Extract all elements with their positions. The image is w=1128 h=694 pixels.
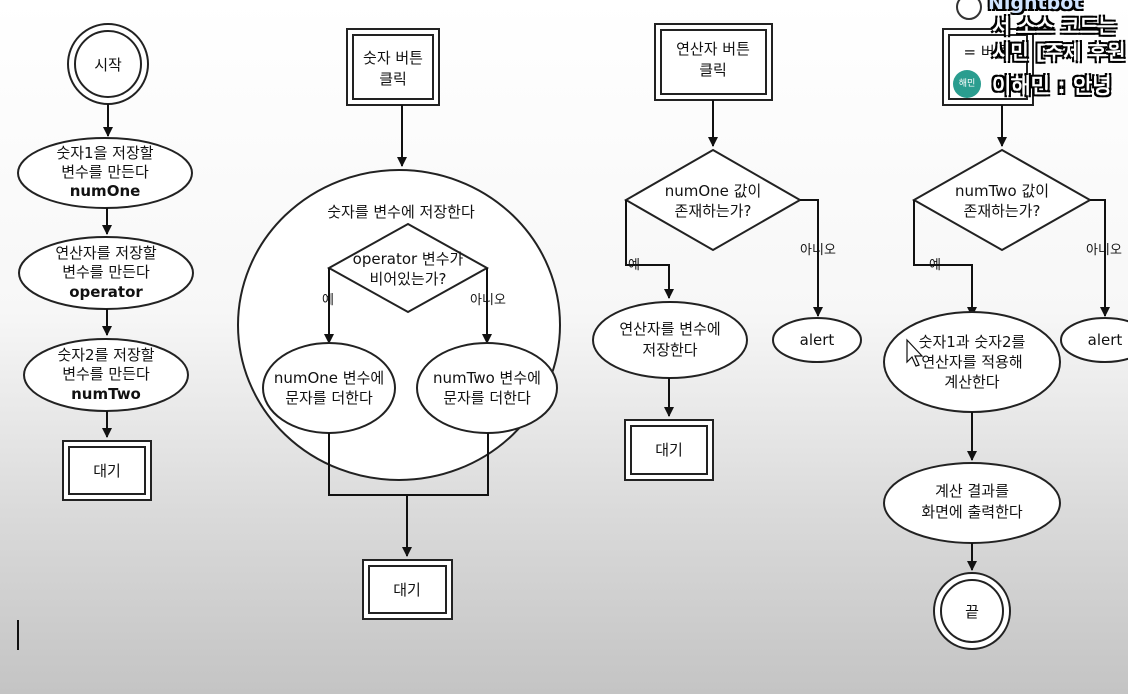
operator-button-line2: 클릭 xyxy=(699,61,727,79)
operator-button-event-inner xyxy=(660,29,767,95)
operator-decision-line1: operator 변수가 xyxy=(353,250,464,268)
output-line2: 화면에 출력한다 xyxy=(921,503,1023,521)
text-caret xyxy=(17,620,19,650)
flow-4: = 버튼 numTwo 값이 존재하는가? 예 아니오 숫자1과 숫자2를 연산… xyxy=(883,28,1128,650)
number-button-line2: 클릭 xyxy=(379,70,407,88)
store-operator-process xyxy=(592,301,748,379)
alert-2 xyxy=(1060,317,1128,363)
make-num2-var: numTwo xyxy=(71,385,141,403)
numtwo-decision-line1: numTwo 값이 xyxy=(955,182,1049,200)
mouse-cursor-icon xyxy=(906,338,924,367)
wait-label-1: 대기 xyxy=(93,462,121,480)
add-numtwo-line1: numTwo 변수에 xyxy=(433,369,541,387)
numone-exists-decision xyxy=(623,148,803,252)
operator-decision-line2: 비어있는가? xyxy=(370,270,447,288)
flow4-no-label: 아니오 xyxy=(1086,243,1122,258)
add-numtwo-line2: 문자를 더한다 xyxy=(443,389,531,407)
flow-3: 연산자 버튼 클릭 numOne 값이 존재하는가? 예 아니오 연산자를 변수… xyxy=(592,23,862,481)
flow3-no-label: 아니오 xyxy=(800,243,836,258)
alert-2-label: alert xyxy=(1088,331,1123,349)
make-num1-line1: 숫자1을 저장할 xyxy=(56,144,153,162)
calculate-line3: 계산한다 xyxy=(944,373,999,391)
store-number-label: 숫자를 변수에 저장한다 xyxy=(327,203,475,221)
nightbot-name: Nightbot xyxy=(988,0,1083,14)
numtwo-exists-decision xyxy=(911,148,1093,252)
make-num1-line2: 변수를 만든다 xyxy=(61,163,149,181)
store-operator-line1: 연산자를 변수에 xyxy=(619,320,720,338)
operator-empty-decision xyxy=(326,222,490,314)
alert-1-label: alert xyxy=(800,331,835,349)
add-to-numtwo-process xyxy=(416,342,558,434)
make-num1-var: numOne xyxy=(70,182,141,200)
wait-box-2-inner xyxy=(368,565,447,614)
calculate-line1: 숫자1과 숫자2를 xyxy=(919,333,1026,351)
flow4-yes-label: 예 xyxy=(929,258,941,273)
number-button-event-inner xyxy=(352,34,434,100)
flow3-yes-label: 예 xyxy=(628,258,640,273)
make-op-line1: 연산자를 저장할 xyxy=(55,244,157,262)
start-terminal-inner xyxy=(74,30,142,98)
start-label: 시작 xyxy=(94,56,122,74)
output-line1: 계산 결과를 xyxy=(935,482,1009,500)
operator-button-line1: 연산자 버튼 xyxy=(676,40,750,58)
make-op-var: operator xyxy=(69,283,143,301)
wait-label-2: 대기 xyxy=(393,581,421,599)
make-num2-line1: 숫자2를 저장할 xyxy=(57,346,154,364)
make-num1-process xyxy=(17,137,193,209)
end-label: 끝 xyxy=(965,603,979,621)
add-to-numone-process xyxy=(262,342,396,434)
wait-box-3-inner xyxy=(630,425,708,475)
numone-decision-line1: numOne 값이 xyxy=(665,182,762,200)
flow-1: 시작 숫자1을 저장할 변수를 만든다 numOne 연산자를 저장할 변수를 … xyxy=(17,23,194,501)
flow2-yes-label: 예 xyxy=(322,293,334,308)
wait-box-1-inner xyxy=(68,446,146,495)
alert-1 xyxy=(772,317,862,363)
numtwo-decision-line2: 존재하는가? xyxy=(964,202,1041,220)
add-numone-line2: 문자를 더한다 xyxy=(285,389,373,407)
calculate-line2: 연산자를 적용해 xyxy=(921,353,1022,371)
make-num2-line2: 변수를 만든다 xyxy=(62,365,150,383)
store-operator-line2: 저장한다 xyxy=(642,341,697,359)
end-terminal-inner xyxy=(940,579,1004,643)
equals-button-event-inner xyxy=(948,34,1028,100)
flow2-no-label: 아니오 xyxy=(470,293,506,308)
flow-2: 숫자 버튼 클릭 숫자를 변수에 저장한다 operator 변수가 비어있는가… xyxy=(237,28,561,620)
chat-line-1: 서 소스 코드는 xyxy=(992,14,1117,38)
number-button-line1: 숫자 버튼 xyxy=(363,49,423,67)
numone-decision-line2: 존재하는가? xyxy=(675,202,752,220)
avatar: 해민 xyxy=(953,70,981,98)
wait-label-3: 대기 xyxy=(655,441,683,459)
chat-line-2: 시민 [주제 후원 xyxy=(992,40,1126,64)
equals-button-line1: = 버튼 xyxy=(964,43,1009,61)
make-op-line2: 변수를 만든다 xyxy=(62,263,150,281)
add-numone-line1: numOne 변수에 xyxy=(274,369,384,387)
nightbot-icon xyxy=(956,0,982,20)
chat-line-3: 이해민 : 안녕 xyxy=(992,74,1112,98)
